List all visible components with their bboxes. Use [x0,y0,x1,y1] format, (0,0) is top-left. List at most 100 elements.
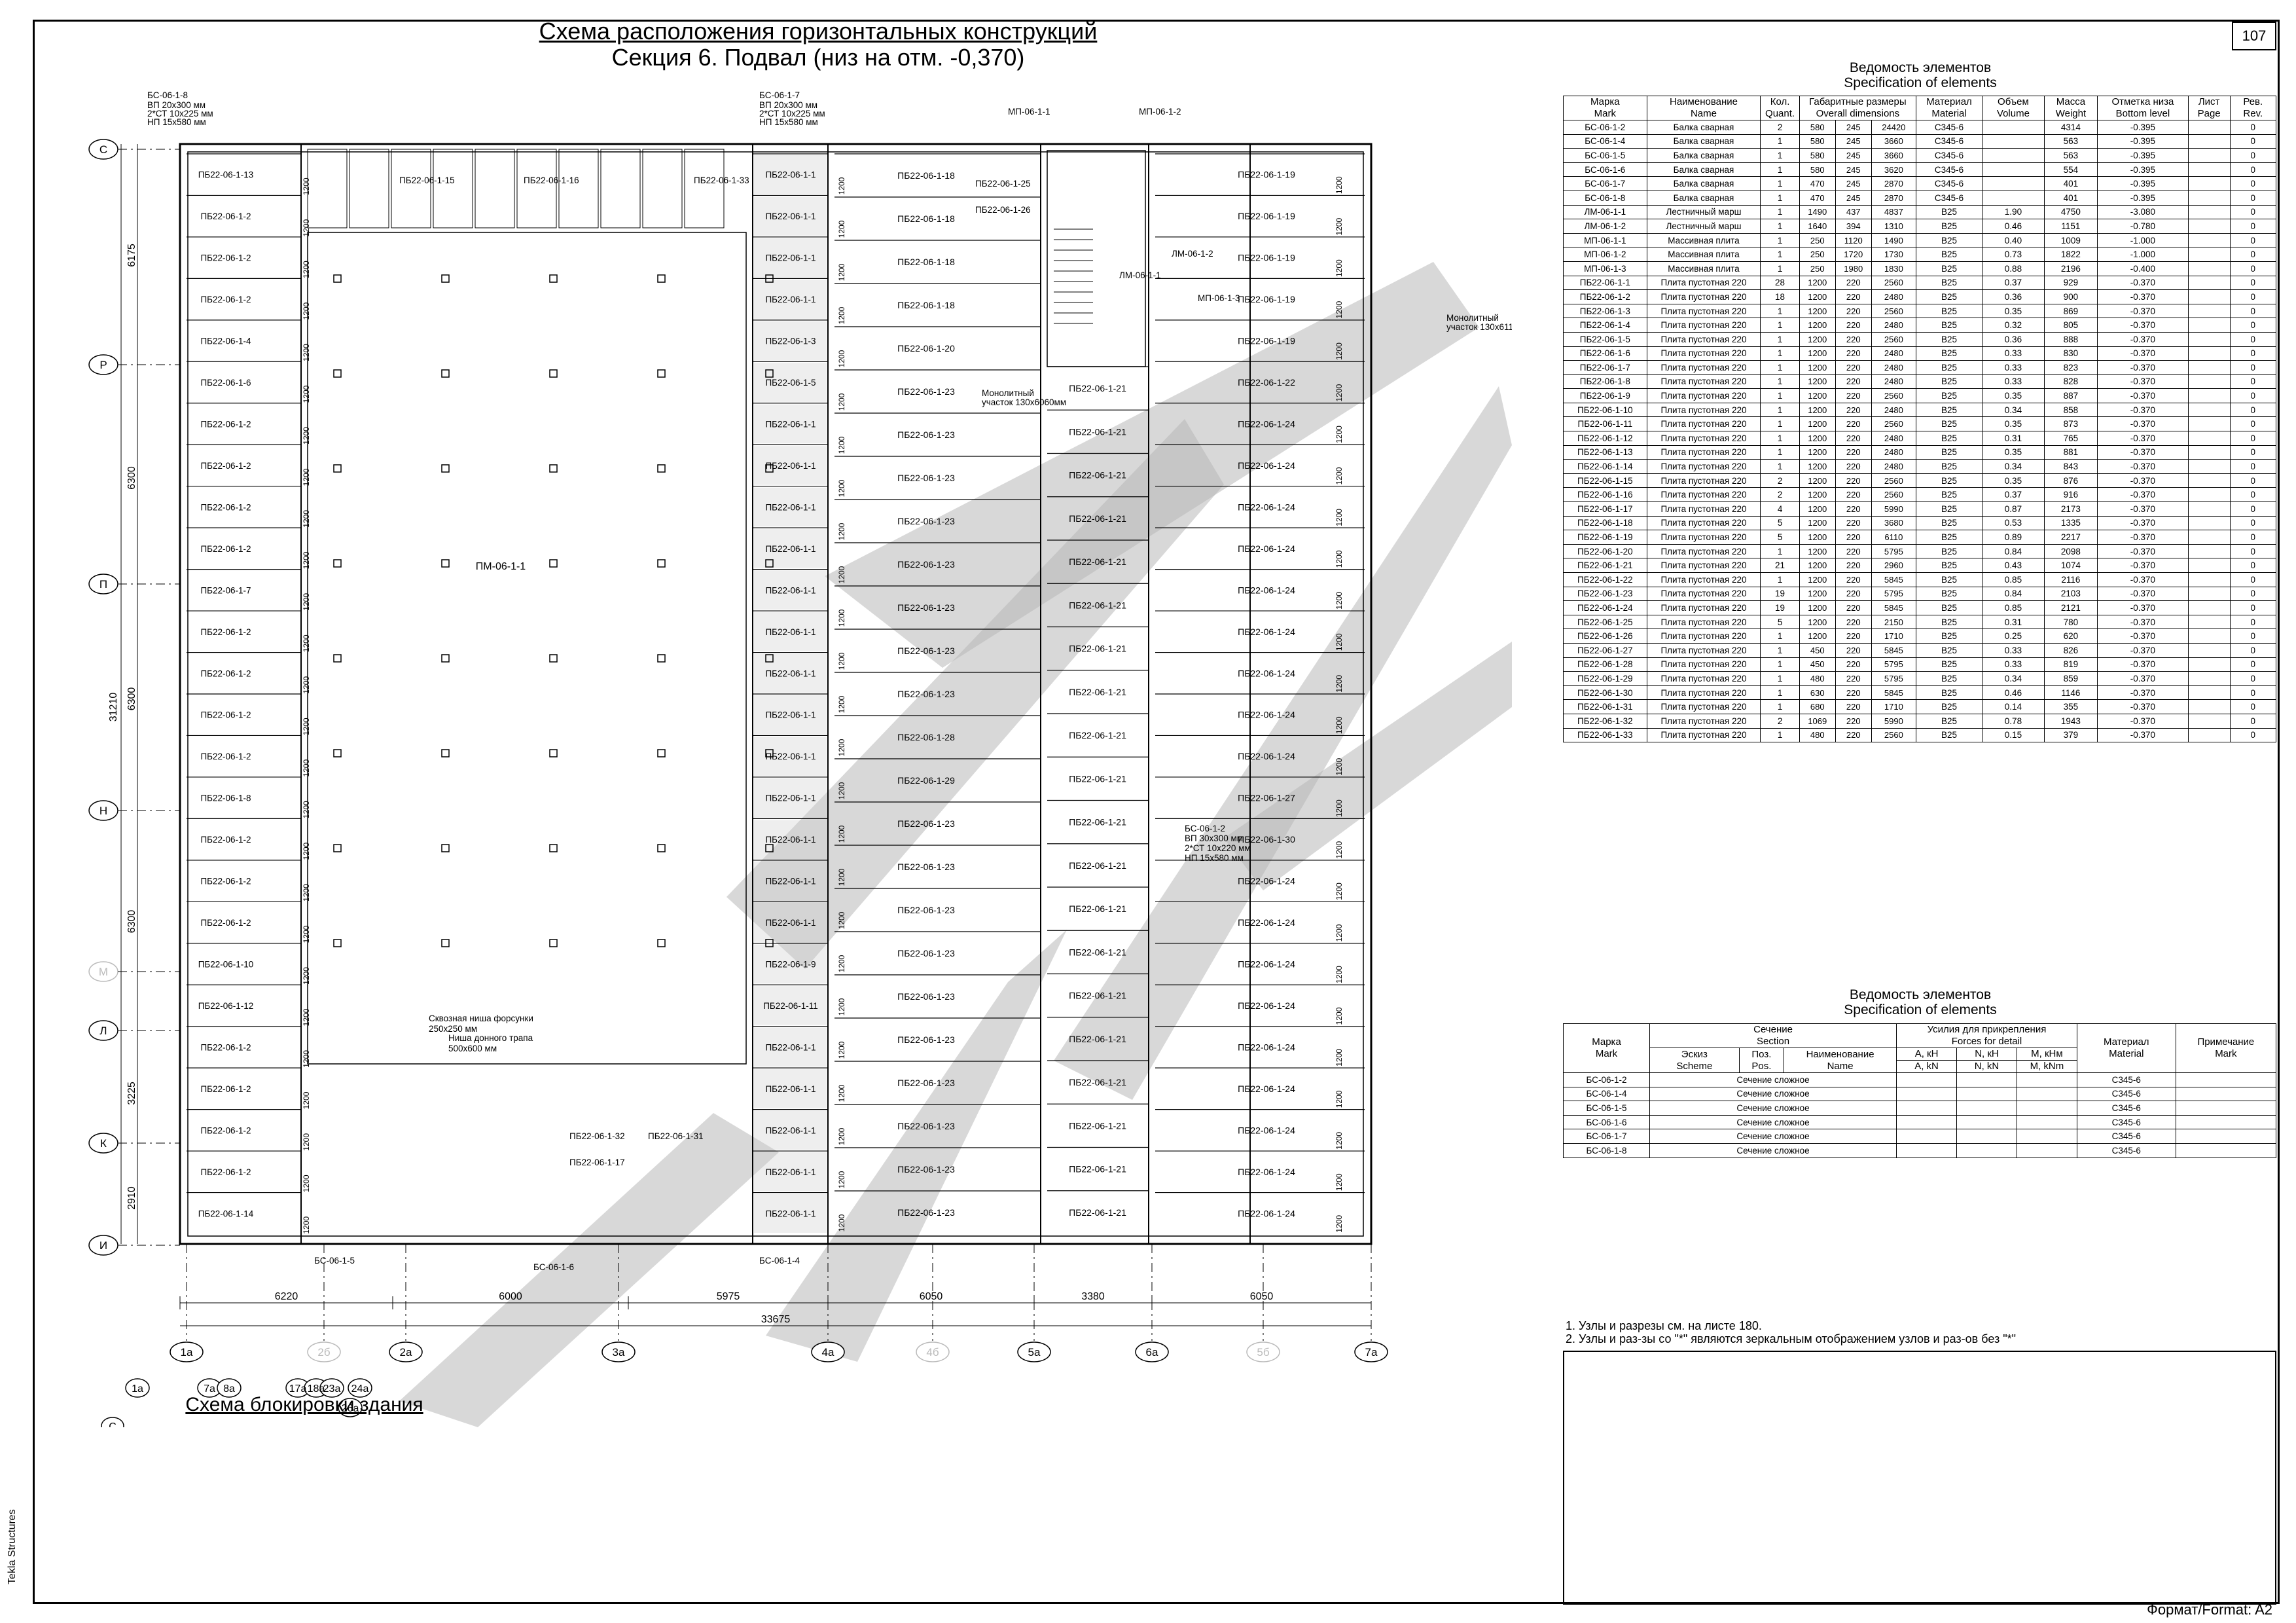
left-dim: 6175 [126,244,137,267]
axis-letter: И [99,1239,107,1252]
spec1-header-6-en: Weight [2055,108,2087,119]
table-cell: Лестничный марш [1646,219,1761,234]
table-cell: 1200 [1799,558,1836,573]
c23-slab-label: ПБ22-06-1-23 [897,1164,955,1175]
callout-text: ПБ22-06-1-26 [975,205,1031,215]
callout-text: МП-06-1-3 [1198,293,1240,303]
table-cell: 1 [1760,360,1800,375]
right-slab-label: ПБ22-06-1-24 [1238,710,1295,720]
table-cell: -0.370 [2097,459,2189,474]
table-cell: ПБ22-06-1-32 [1563,713,1647,729]
left-slab-dim: 1200 [302,1091,311,1109]
right-slab-dim: 1200 [1335,550,1344,568]
c23-slab-dim: 1200 [837,695,846,713]
table-cell: В25 [1915,699,1983,714]
mid-slab-fill [754,944,827,984]
left-slab-dim: 1200 [302,468,311,486]
table-cell: В25 [1915,232,1983,248]
right-slab-label: ПБ22-06-1-24 [1238,501,1295,512]
table-cell: Плита пустотная 220 [1646,671,1761,686]
table-cell: 563 [2043,134,2098,149]
table-cell: -0.395 [2097,120,2189,135]
table-cell [2175,1114,2277,1130]
table-cell: ПБ22-06-1-1 [1563,275,1647,291]
mid-slab-fill [754,903,827,942]
table-cell: -0.370 [2097,445,2189,460]
table-cell: -0.370 [2097,543,2189,559]
spec2-title-ru: Ведомость элементов [1849,987,1992,1002]
table-cell: 2870 [1871,190,1916,206]
spec1-header-4-ru: Материал [1926,96,1972,108]
c21-slab-label: ПБ22-06-1-21 [1069,1077,1126,1087]
bottom-dim: 6220 [275,1291,298,1302]
mid-slab-label: ПБ22-06-1-1 [765,544,816,554]
right-slab-label: ПБ22-06-1-24 [1238,917,1295,928]
table-cell: 220 [1835,685,1872,701]
table-cell: 1200 [1799,289,1836,304]
table-cell: 888 [2043,331,2098,347]
table-cell [1956,1072,2017,1087]
spec2-h-pos: Поз.Pos. [1738,1048,1785,1073]
mono-hole [441,274,450,283]
table-cell: Плита пустотная 220 [1646,388,1761,403]
spec1-header-9: Рев.Rev. [2229,96,2277,120]
c23-slab-label: ПБ22-06-1-18 [897,257,955,267]
table-cell: 0.88 [1982,261,2045,276]
table-cell: 1830 [1871,261,1916,276]
bottom-dim: 3380 [1081,1291,1105,1302]
table-cell: 4837 [1871,204,1916,220]
table-cell: ПБ22-06-1-8 [1563,374,1647,390]
table-cell: 2560 [1871,487,1916,503]
table-cell [2187,543,2231,559]
left-slab-dim: 1200 [302,1050,311,1068]
right-slab-label: ПБ22-06-1-24 [1238,1167,1295,1177]
table-cell [1896,1086,1958,1102]
left-slab-label: ПБ22-06-1-13 [198,170,254,180]
table-cell: -0.395 [2097,148,2189,163]
title-block-frame [1563,1351,2276,1605]
table-cell: 0 [2229,657,2277,672]
axis-number: 2а [400,1346,412,1359]
table-cell: 245 [1835,162,1872,177]
table-cell: 1200 [1799,629,1836,644]
axis-letter: Л [99,1025,107,1037]
table-cell: -0.370 [2097,388,2189,403]
table-cell: 1200 [1799,572,1836,587]
mid-slab-fill [754,778,827,818]
callout-text: ПБ22-06-1-32 [569,1131,625,1141]
table-cell: Плита пустотная 220 [1646,614,1761,630]
table-cell: 0.37 [1982,275,2045,291]
mid-slab-fill [754,695,827,735]
table-cell: 0.36 [1982,289,2045,304]
table-cell: 2150 [1871,614,1916,630]
table-cell: С345-6 [2076,1072,2176,1087]
c23-slab-dim: 1200 [837,350,846,367]
left-slab-dim: 1200 [302,177,311,195]
table-cell: В25 [1915,431,1983,446]
right-slab-label: ПБ22-06-1-24 [1238,1042,1295,1052]
table-cell: В25 [1915,600,1983,615]
table-cell: 470 [1799,190,1836,206]
table-cell: Балка сварная [1646,148,1761,163]
table-cell: В25 [1915,671,1983,686]
table-cell: -0.395 [2097,162,2189,177]
table-cell: -0.395 [2097,134,2189,149]
table-cell: 0 [2229,487,2277,503]
table-cell: 480 [1799,671,1836,686]
mono-hole [765,464,774,473]
mono-hole [333,654,342,663]
table-cell: 5 [1760,515,1800,531]
table-cell: 1200 [1799,275,1836,291]
key-axis-bubble [217,1378,242,1398]
table-cell: -0.370 [2097,572,2189,587]
left-slab-label: ПБ22-06-1-2 [200,1125,251,1135]
callout-text: ПБ22-06-1-15 [399,175,455,185]
